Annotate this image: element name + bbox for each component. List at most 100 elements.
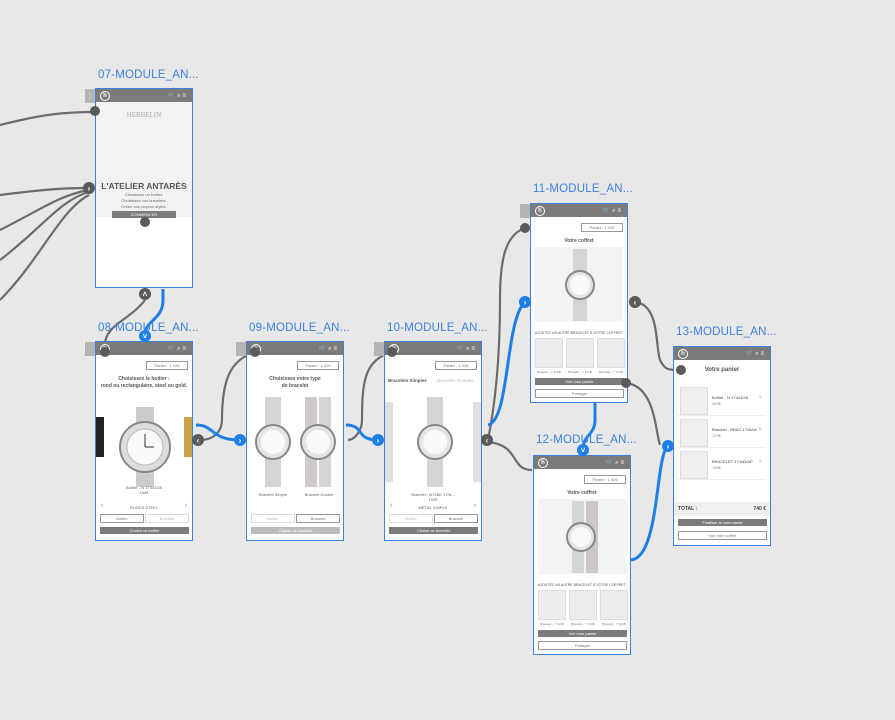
link-handle-chevron-right-icon[interactable]: › — [662, 440, 674, 452]
link-11-to-13 — [634, 300, 681, 372]
next-arrow[interactable]: › — [184, 502, 187, 509]
artboard-11-coffret[interactable]: h🛒⌕≡ Panier : 1 026 Votre coffret AJOUTE… — [530, 203, 628, 403]
link-handle-chevron-left-icon[interactable]: ‹ — [481, 434, 493, 446]
cart-item-1[interactable]: Boîtier - N 17443/28 430€ × — [678, 385, 766, 416]
brand-logo-text: HERBELIN — [126, 111, 162, 119]
artboard-title-11[interactable]: 11-MODULE_AN... — [533, 183, 633, 195]
panier-badge[interactable]: Panier : 1 026 — [581, 223, 623, 232]
thumb-2[interactable] — [569, 590, 597, 620]
cart-item-price: 430€ — [712, 401, 721, 406]
thumb-1[interactable] — [538, 590, 566, 620]
view-cart-button[interactable]: Voir mon panier — [538, 630, 627, 637]
artboard-12-coffret[interactable]: h🛒⌕≡ Panier : 1 026 Votre coffret AJOUTE… — [533, 455, 631, 655]
tab-boitier[interactable]: Boîtier — [251, 514, 295, 523]
view-cart-button[interactable]: Voir mon panier — [535, 378, 624, 385]
remove-item-icon[interactable]: × — [758, 427, 762, 433]
thumb-1-label: Bracelet - Y 1/2/B — [540, 622, 564, 626]
add-bracelet-section: AJOUTEZ UN AUTRE BRACELET À VOTRE COFFRE… — [538, 583, 626, 587]
caption-line-1: Boîtier - N 17443/28 — [126, 485, 162, 490]
label-double[interactable]: Bracelet Double — [304, 492, 334, 497]
cart-item-thumb — [680, 387, 708, 415]
link-08-back — [103, 299, 146, 346]
remove-item-icon[interactable]: × — [758, 459, 762, 465]
artboard-title-12[interactable]: 12-MODULE_AN... — [536, 434, 637, 446]
incoming-link-5 — [0, 194, 90, 301]
artboard-title-07[interactable]: 07-MODULE_AN... — [98, 69, 199, 81]
share-button[interactable]: Partager — [538, 641, 627, 650]
topbar: h🛒⌕≡ — [96, 89, 192, 102]
cart-item-2[interactable]: Bracelet - BRAC 17/AV/A 120€ × — [678, 417, 766, 448]
label-simple[interactable]: Bracelet Simple — [258, 492, 287, 497]
choose-case-button[interactable]: Choisir ce boîtier — [100, 527, 189, 534]
tab-simple-bracelets[interactable]: Bracelets Simples — [388, 378, 427, 383]
artboard-07-atelier[interactable]: h🛒⌕≡ HERBELIN L'ATELIER ANTARÈS Choisiss… — [95, 88, 193, 288]
total-label: TOTAL : — [678, 506, 698, 512]
intro-line-3: Créez vos propres styles. — [121, 204, 167, 209]
panier-badge[interactable]: Panier : 1 026 — [297, 361, 339, 370]
artboard-tab-10 — [374, 342, 386, 356]
tab-boitier[interactable]: Boîtier — [389, 514, 433, 523]
artboard-title-10[interactable]: 10-MODULE_AN... — [387, 322, 488, 334]
artboard-title-09[interactable]: 09-MODULE_AN... — [249, 322, 350, 334]
link-handle-chevron-right-icon[interactable]: › — [372, 434, 384, 446]
thumb-3[interactable] — [600, 590, 628, 620]
tab-bracelet[interactable]: Bracelet — [145, 514, 189, 523]
tab-bracelet[interactable]: Bracelet — [434, 514, 478, 523]
panier-badge[interactable]: Panier : 1 026 — [584, 475, 626, 484]
link-handle-chevron-down-icon[interactable]: ˅ — [139, 330, 151, 342]
link-handle-chevron-right-icon[interactable]: › — [519, 296, 531, 308]
share-button[interactable]: Partager — [535, 389, 624, 398]
thumb-2[interactable] — [566, 338, 594, 368]
caption-line-1: Bracelet - B7ZBK 17/B... — [411, 492, 455, 497]
artboard-title-08[interactable]: 08-MODULE_AN... — [98, 322, 199, 334]
choose-bracelet-button[interactable]: Choisir ce bracelet — [251, 527, 340, 534]
total-bar — [674, 502, 770, 516]
artboard-title-13[interactable]: 13-MODULE_AN... — [676, 326, 777, 338]
intro-line-2: Choisissez vos bracelets. — [121, 198, 167, 203]
link-handle-dot-icon[interactable] — [100, 347, 110, 357]
cart-item-3[interactable]: BRACELET 17/443/AP 190€ × — [678, 449, 766, 480]
link-handle-dot-icon[interactable] — [520, 223, 530, 233]
incoming-link-2 — [0, 186, 90, 197]
panier-badge[interactable]: Panier : 1 026 — [146, 361, 188, 370]
thumb-1[interactable] — [535, 338, 563, 368]
artboard-10-bracelets[interactable]: h🛒⌕≡ Panier : 1 026 Bracelets Simples Br… — [384, 341, 482, 541]
link-handle-chevron-left-icon[interactable]: ‹ — [629, 296, 641, 308]
coffret-heading: Votre coffret — [567, 490, 597, 496]
prev-arrow[interactable]: ‹ — [101, 502, 104, 509]
link-handle-chevron-up-icon[interactable]: ˄ — [139, 288, 151, 300]
tab-bracelet[interactable]: Bracelet — [296, 514, 340, 523]
tab-double-bracelets[interactable]: Bracelets Doubles — [437, 378, 474, 383]
remove-item-icon[interactable]: × — [758, 395, 762, 401]
tab-boitier[interactable]: Boîtier — [100, 514, 144, 523]
artboard-09-bracelet-type[interactable]: h🛒⌕≡ Panier : 1 026 Choisissez votre typ… — [246, 341, 344, 541]
choose-bracelet-button[interactable]: Choisir ce bracelet — [389, 527, 478, 534]
thumb-3[interactable] — [597, 338, 625, 368]
link-handle-dot-icon[interactable] — [387, 347, 397, 357]
link-handle-chevron-right-icon[interactable]: › — [83, 182, 95, 194]
artboard-13-panier[interactable]: h🛒⌕≡ Votre panier Boîtier - N 17443/28 4… — [673, 346, 771, 546]
panier-badge[interactable]: Panier : 1 026 — [435, 361, 477, 370]
coffret-watch-double-image — [566, 501, 598, 573]
start-button[interactable]: COMMENCER — [112, 211, 176, 218]
prev-arrow[interactable]: ‹ — [390, 502, 393, 509]
topbar: h🛒⌕≡ — [247, 342, 343, 355]
link-handle-chevron-down-icon[interactable]: ˅ — [577, 444, 589, 456]
link-handle-chevron-right-icon[interactable]: › — [234, 434, 246, 446]
link-handle-dot-icon[interactable] — [140, 217, 150, 227]
link-handle-dot-icon[interactable] — [676, 365, 686, 375]
view-coffret-button[interactable]: Voir mon coffret — [678, 531, 767, 540]
link-handle-dot-icon[interactable] — [250, 347, 260, 357]
checkout-button[interactable]: Finaliser la commande — [678, 519, 767, 526]
flow-12-to-13 — [629, 444, 670, 562]
thumb-1-label: Bracelet - Y 1/2/B — [537, 370, 561, 374]
link-handle-chevron-left-icon[interactable]: ‹ — [192, 434, 204, 446]
link-handle-dot-icon[interactable] — [621, 378, 631, 388]
artboard-tab-11 — [520, 204, 532, 218]
link-handle-dot-icon[interactable] — [90, 106, 100, 116]
cart-item-name: Boîtier - N 17443/28 — [712, 395, 748, 400]
artboard-08-boitier[interactable]: h🛒⌕≡ Panier : 1 026 Choisissez le boitie… — [95, 341, 193, 541]
link-10-back — [347, 350, 393, 442]
watch-case-image — [119, 407, 171, 487]
next-arrow[interactable]: › — [473, 502, 476, 509]
